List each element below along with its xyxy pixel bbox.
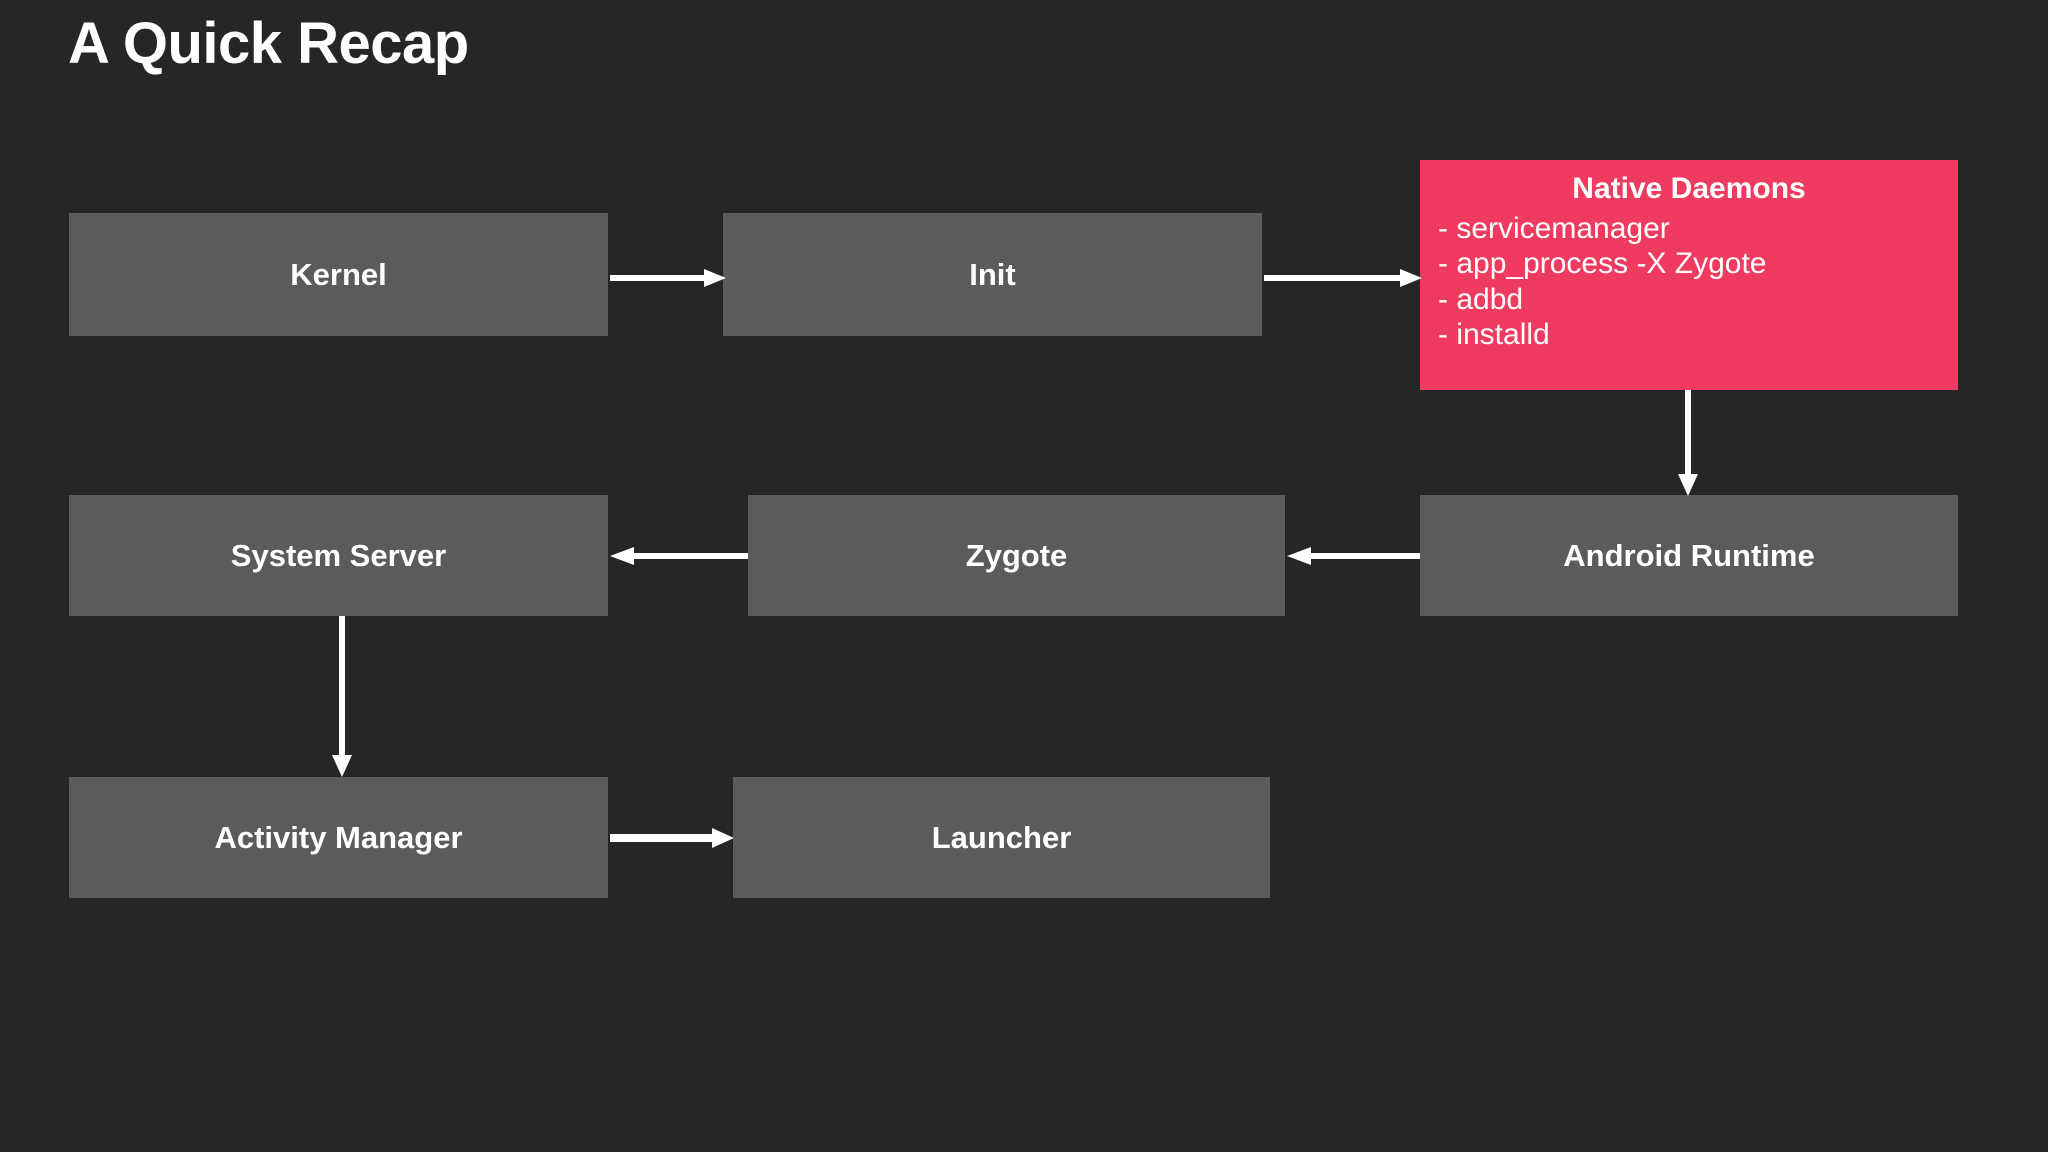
node-native-daemons[interactable]: Native Daemons - servicemanager - app_pr… bbox=[1420, 160, 1958, 390]
node-system-server[interactable]: System Server bbox=[69, 495, 608, 616]
native-daemons-list: - servicemanager - app_process -X Zygote… bbox=[1420, 205, 1958, 353]
node-android-runtime-label: Android Runtime bbox=[1563, 537, 1815, 573]
node-launcher-label: Launcher bbox=[931, 819, 1072, 855]
node-activity-manager[interactable]: Activity Manager bbox=[69, 777, 608, 898]
list-item: - installd bbox=[1438, 318, 1550, 352]
arrow-kernel-to-init bbox=[608, 258, 728, 298]
list-item: - adbd bbox=[1438, 282, 1524, 316]
node-native-daemons-title: Native Daemons bbox=[1572, 172, 1806, 205]
node-kernel-label: Kernel bbox=[290, 256, 387, 292]
arrow-android-runtime-to-zygote bbox=[1285, 536, 1422, 576]
node-zygote[interactable]: Zygote bbox=[748, 495, 1285, 616]
arrow-zygote-to-system-server bbox=[608, 536, 750, 576]
node-android-runtime[interactable]: Android Runtime bbox=[1420, 495, 1958, 616]
node-activity-manager-label: Activity Manager bbox=[214, 819, 463, 855]
arrow-system-server-to-activity-manager bbox=[322, 616, 362, 779]
list-item: - app_process -X Zygote bbox=[1438, 247, 1767, 281]
arrow-activity-manager-to-launcher bbox=[608, 818, 736, 858]
arrow-native-daemons-to-android-runtime bbox=[1668, 390, 1708, 498]
node-init[interactable]: Init bbox=[723, 213, 1262, 336]
arrow-init-to-native-daemons bbox=[1262, 258, 1424, 298]
node-zygote-label: Zygote bbox=[965, 537, 1068, 573]
node-kernel[interactable]: Kernel bbox=[69, 213, 608, 336]
node-system-server-label: System Server bbox=[230, 537, 447, 573]
list-item: - servicemanager bbox=[1438, 212, 1670, 245]
node-init-label: Init bbox=[969, 256, 1016, 292]
node-launcher[interactable]: Launcher bbox=[733, 777, 1270, 898]
page-title: A Quick Recap bbox=[68, 11, 469, 76]
